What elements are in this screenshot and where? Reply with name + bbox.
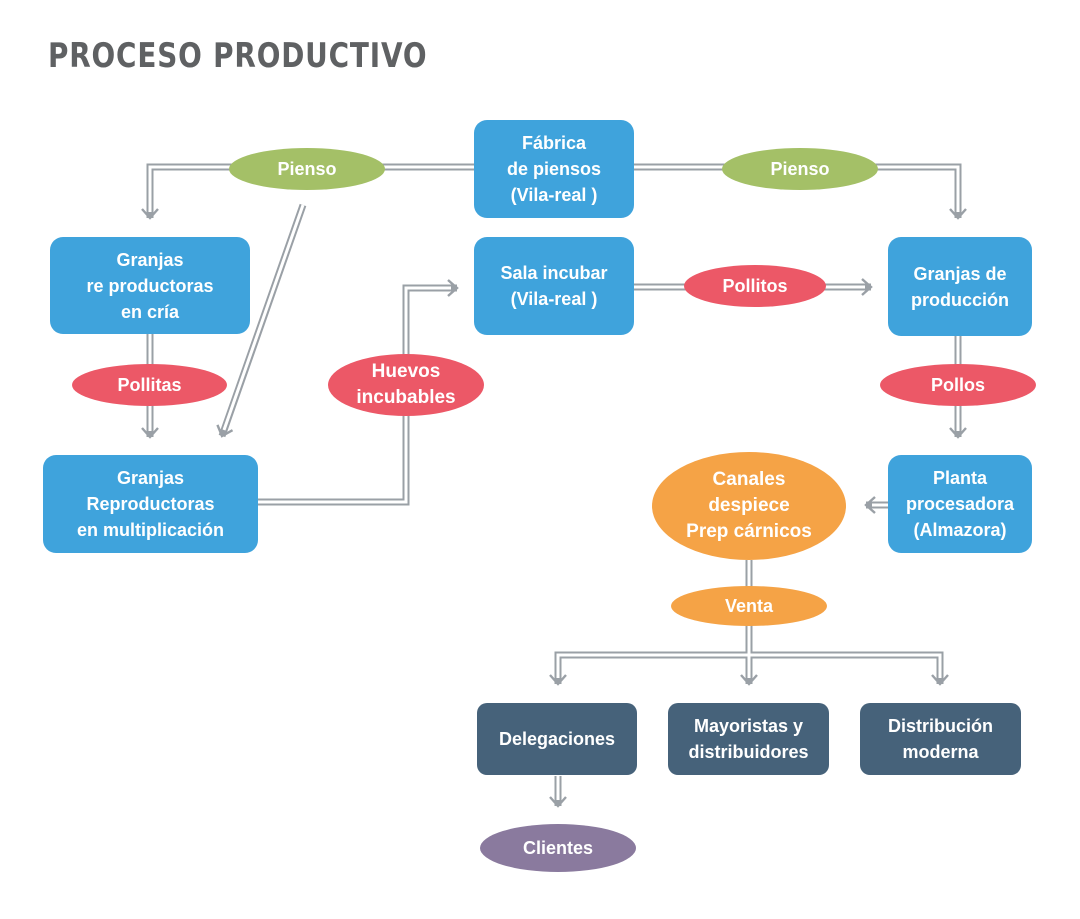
pollitos-oval: Pollitos <box>684 265 826 307</box>
page-title: PROCESO PRODUCTIVO <box>48 36 428 76</box>
pienso-right-oval: Pienso <box>722 148 878 190</box>
clientes-oval: Clientes <box>480 824 636 872</box>
granjas-multiplicacion-box: Granjas Reproductoras en multiplicación <box>43 455 258 553</box>
pollos-oval: Pollos <box>880 364 1036 406</box>
pienso-left-oval: Pienso <box>229 148 385 190</box>
mayoristas-box: Mayoristas y distribuidores <box>668 703 829 775</box>
venta-oval: Venta <box>671 586 827 626</box>
fabrica-piensos-box: Fábrica de piensos (Vila-real ) <box>474 120 634 218</box>
delegaciones-box: Delegaciones <box>477 703 637 775</box>
distribucion-moderna-box: Distribución moderna <box>860 703 1021 775</box>
granjas-produccion-box: Granjas de producción <box>888 237 1032 336</box>
pollitas-oval: Pollitas <box>72 364 227 406</box>
huevos-incubables-oval: Huevos incubables <box>328 354 484 416</box>
planta-procesadora-box: Planta procesadora (Almazora) <box>888 455 1032 553</box>
granjas-cria-box: Granjas re productoras en cría <box>50 237 250 334</box>
connector-venta-to-delegaciones <box>549 620 753 686</box>
canales-despiece-oval: Canales despiece Prep cárnicos <box>652 452 846 560</box>
sala-incubar-box: Sala incubar (Vila-real ) <box>474 237 634 335</box>
connector-venta-to-distribucion <box>749 651 949 686</box>
